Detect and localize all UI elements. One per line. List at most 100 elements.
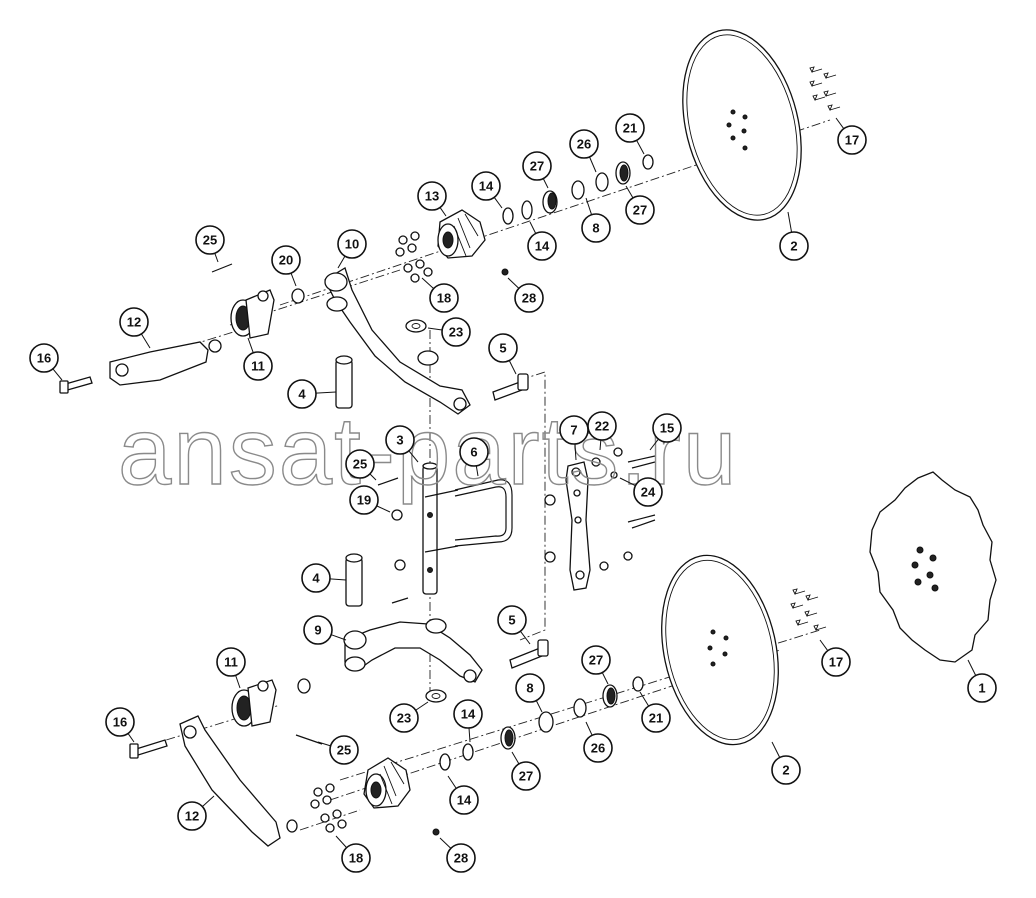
callout-circle — [581, 213, 611, 243]
callout-circle — [652, 413, 682, 443]
callout-leader — [337, 255, 346, 269]
callout-9: 9 — [303, 615, 347, 645]
callout-circle — [441, 317, 471, 347]
callout-18: 18 — [335, 835, 371, 873]
callout-27: 27 — [625, 185, 655, 225]
bolts-16 — [59, 376, 168, 759]
callout-circle — [471, 171, 501, 201]
callout-number: 23 — [397, 711, 411, 726]
callout-leader — [639, 691, 650, 707]
callout-14: 14 — [453, 699, 483, 743]
bolts-17-lower — [790, 588, 827, 632]
callout-leader — [202, 795, 215, 807]
arm-10 — [324, 267, 471, 415]
callout-leader — [468, 727, 471, 743]
callout-leader — [235, 675, 241, 689]
callout-circle — [417, 181, 447, 211]
callout-number: 1 — [978, 681, 985, 696]
callout-number: 15 — [660, 421, 674, 436]
disc-upper — [682, 29, 802, 221]
callout-leader — [329, 578, 347, 581]
callout-circle — [771, 755, 801, 785]
callout-circle — [287, 379, 317, 409]
callout-circle — [515, 673, 545, 703]
callout-number: 17 — [829, 655, 843, 670]
callout-number: 21 — [623, 121, 637, 136]
callout-leader — [535, 700, 543, 713]
callout-number: 8 — [592, 221, 599, 236]
callout-number: 5 — [499, 341, 506, 356]
small-hardware — [211, 263, 459, 745]
callout-number: 21 — [649, 711, 663, 726]
callout-leader — [315, 391, 337, 394]
callout-leader — [574, 443, 577, 461]
callout-leader — [649, 438, 659, 451]
callout-19: 19 — [349, 485, 391, 515]
u-bolt-6 — [454, 479, 513, 547]
callout-number: 25 — [203, 233, 217, 248]
callout-15: 15 — [649, 413, 682, 451]
callout-leader — [585, 197, 593, 215]
callout-circle — [329, 735, 359, 765]
callout-number: 12 — [127, 315, 141, 330]
callout-16: 16 — [105, 707, 135, 743]
callout-4: 4 — [301, 563, 347, 593]
lower-hub-assembly — [310, 676, 644, 836]
callout-leader — [601, 672, 609, 685]
callout-number: 18 — [437, 291, 451, 306]
callout-number: 4 — [298, 387, 306, 402]
callout-6: 6 — [459, 437, 489, 477]
callout-circle — [29, 343, 59, 373]
callout-circle — [522, 151, 552, 181]
callout-25: 25 — [345, 449, 377, 481]
callout-number: 2 — [790, 239, 797, 254]
callout-leader — [427, 327, 443, 331]
callout-16: 16 — [29, 343, 63, 381]
callout-leader — [247, 337, 254, 353]
callout-12: 12 — [119, 307, 151, 349]
disc-lower — [661, 554, 779, 746]
callout-leader — [331, 634, 347, 641]
callout-number: 26 — [591, 741, 605, 756]
callout-number: 14 — [479, 179, 494, 194]
callout-circle — [337, 229, 367, 259]
callout-number: 14 — [461, 707, 476, 722]
callout-number: 2 — [782, 763, 789, 778]
callout-leader — [771, 741, 781, 758]
callout-leader — [127, 733, 135, 743]
arm-12-upper — [109, 339, 222, 386]
callout-4: 4 — [287, 379, 337, 409]
callouts: 1223445567889101111121213141414141516161… — [29, 113, 997, 873]
callout-circle — [216, 647, 246, 677]
callout-number: 16 — [113, 715, 127, 730]
callout-8: 8 — [515, 673, 545, 713]
callout-circle — [633, 477, 663, 507]
callout-14: 14 — [471, 171, 503, 209]
callout-leader — [507, 277, 520, 289]
callout-leader — [542, 178, 549, 189]
callout-circle — [345, 449, 375, 479]
callout-25: 25 — [317, 735, 359, 765]
callout-7: 7 — [559, 415, 589, 461]
callout-circle — [446, 843, 476, 873]
callout-26: 26 — [569, 129, 599, 173]
callout-27: 27 — [511, 751, 541, 791]
callout-number: 14 — [535, 239, 550, 254]
callout-leader — [493, 197, 503, 209]
callout-leader — [214, 252, 219, 263]
callout-number: 27 — [633, 203, 647, 218]
callout-20: 20 — [271, 245, 301, 287]
callout-13: 13 — [417, 181, 447, 217]
callout-number: 27 — [589, 653, 603, 668]
callout-17: 17 — [835, 117, 867, 155]
callout-leader — [439, 837, 452, 849]
callout-number: 8 — [526, 681, 533, 696]
callout-number: 3 — [396, 433, 403, 448]
callout-number: 26 — [577, 137, 591, 152]
callout-21: 21 — [639, 691, 671, 733]
callout-leader — [408, 450, 419, 463]
callout-leader — [335, 835, 347, 848]
upper-hub-assembly — [395, 154, 654, 283]
callout-circle — [385, 425, 415, 455]
callout-number: 28 — [454, 851, 468, 866]
